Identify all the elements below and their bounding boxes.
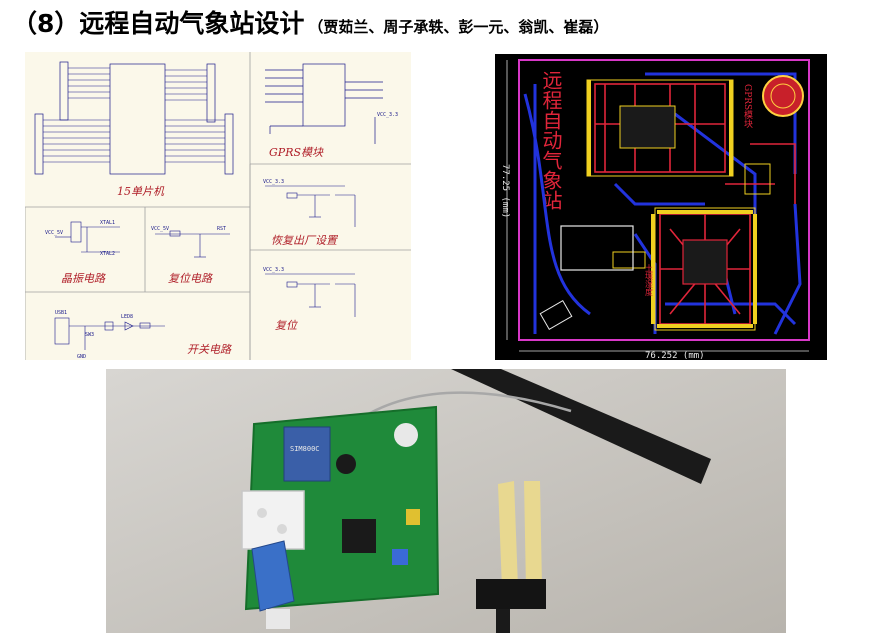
hardware-photo: SIM800C <box>106 369 786 633</box>
schematic-image: 15单片机 VCC_3.3 GPRS模块 VCC_3.3 恢复出厂设置 <box>25 52 411 360</box>
pcb-sensor-label: 土壤湿度 <box>645 263 654 297</box>
height-dimension: 77.25 (mm) <box>500 164 510 218</box>
net-gnd-sw: GND <box>77 354 86 360</box>
label-reset-circuit: 复位电路 <box>168 272 213 285</box>
crystal-schematic <box>55 221 120 253</box>
label-reset: 复位 <box>275 319 298 332</box>
net-xtal1: XTAL1 <box>100 220 115 226</box>
sensor-box <box>241 490 305 550</box>
usb-module <box>251 540 295 612</box>
label-power-switch: 开关电路 <box>187 343 232 356</box>
slide-title: （8）远程自动气象站设计（贾茹兰、周子承轶、彭一元、翁凯、崔磊） <box>12 6 608 42</box>
gprs-module-label: SIM800C <box>290 445 320 453</box>
gprs-module <box>283 426 331 482</box>
mcu-chip <box>342 519 376 553</box>
pcb-gprs-footprint <box>619 105 676 149</box>
factory-reset-schematic <box>265 185 356 227</box>
net-xtal2: XTAL2 <box>100 251 115 257</box>
label-mcu: 15单片机 <box>117 185 165 198</box>
net-vcc-gprs: VCC_3.3 <box>377 112 398 118</box>
power-switch-schematic <box>54 317 165 350</box>
mcu-schematic <box>34 61 234 175</box>
label-crystal: 晶振电路 <box>61 272 106 285</box>
net-rst: RST <box>217 226 226 232</box>
net-vcc-factory: VCC_3.3 <box>263 179 284 185</box>
gprs-schematic <box>265 63 383 144</box>
label-factory-reset: 恢复出厂设置 <box>271 234 339 247</box>
net-vcc-rc: VCC_5V <box>151 226 169 232</box>
title-authors: （贾茹兰、周子承轶、彭一元、翁凯、崔磊） <box>308 18 609 36</box>
net-vcc-crystal: VCC_5V <box>45 230 63 236</box>
pcb-logo-seal <box>762 75 804 117</box>
net-vcc-reset: VCC_3.3 <box>263 267 284 273</box>
label-gprs: GPRS模块 <box>269 146 324 159</box>
pcb-module-label: GPRS模块 <box>742 84 753 129</box>
net-usb: USB1 <box>55 310 67 316</box>
net-sw: SW3 <box>85 332 94 338</box>
reset-schematic-right <box>265 273 356 317</box>
net-led: LED8 <box>121 314 133 320</box>
soil-moisture-probe <box>476 481 546 633</box>
title-main: （8）远程自动气象站设计 <box>12 9 305 38</box>
board-outline <box>518 59 810 341</box>
reset-circuit-schematic <box>155 230 230 258</box>
pcb-mcu-footprint <box>682 239 728 285</box>
width-dimension: 76.252 (mm) <box>645 351 705 360</box>
pcb-layout-image: 77.25 (mm) 76.252 (mm) 远程自动气象站 <box>495 54 827 360</box>
